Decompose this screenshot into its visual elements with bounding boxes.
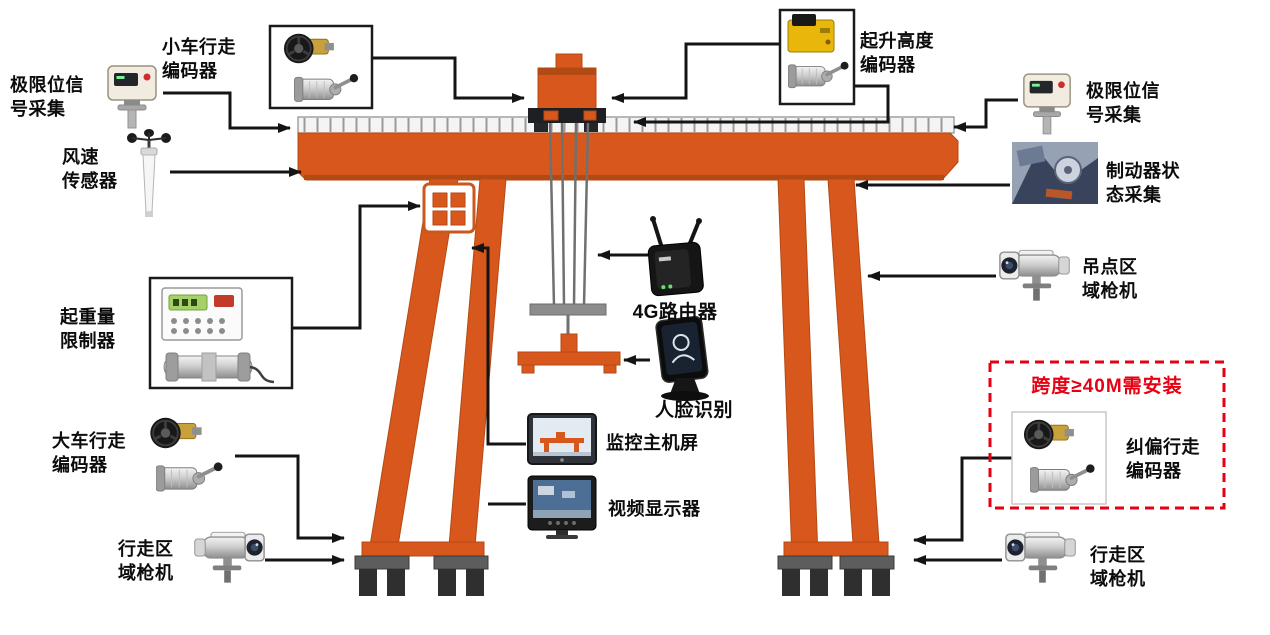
crane-left-leg — [361, 178, 507, 559]
brake-status-photo — [1012, 142, 1098, 204]
travel-camera-left-label: 行走区 域枪机 — [118, 539, 174, 583]
limit-switch-right-image — [1023, 73, 1071, 135]
span-note-label: 跨度≥40M需安装 — [1031, 376, 1183, 397]
crane-trolley — [528, 53, 606, 132]
crane-walkway-rail — [297, 116, 955, 134]
limit-switch-left-image — [107, 65, 157, 129]
connector-gantry-encoder — [235, 454, 345, 543]
crane-right-leg — [777, 178, 889, 559]
hoist-height-encoder-label: 起升高度 编码器 — [860, 31, 934, 75]
connector-trolley-encoder — [372, 56, 525, 103]
connector-limit-right — [953, 98, 1018, 132]
deviation-encoder-label: 纠偏行走 编码器 — [1126, 437, 1200, 481]
travel-camera-right-image — [1005, 531, 1076, 584]
load-limiter-label: 起重量 限制器 — [60, 307, 116, 351]
limit-signal-left-label: 极限位信 号采集 — [10, 75, 84, 119]
crane-cab-panel — [422, 182, 476, 234]
monitor-host-label: 监控主机屏 — [606, 433, 699, 453]
hoist-area-camera-label: 吊点区 域枪机 — [1082, 257, 1138, 301]
deviation-encoder-image — [1011, 411, 1107, 505]
monitor-host-image — [527, 413, 597, 465]
connector-load-limiter — [292, 201, 421, 330]
gantry-crane-illustration — [297, 53, 959, 596]
crane-hoist-and-hook — [517, 122, 621, 374]
crane-wheel-bogies — [354, 555, 895, 596]
wind-sensor-image — [127, 129, 171, 217]
video-display-label: 视频显示器 — [608, 499, 701, 519]
face-recognition-image — [655, 315, 709, 401]
span-requirement-box — [988, 360, 1226, 510]
hoist-area-camera-image — [999, 249, 1070, 302]
load-limiter-image — [148, 276, 294, 390]
crane-main-beam — [297, 132, 959, 181]
router-4g-label: 4G路由器 — [632, 302, 718, 323]
connector-hoist-encoder-a — [611, 42, 780, 103]
trolley-encoder-image — [268, 24, 374, 110]
trolley-encoder-label: 小车行走 编码器 — [162, 37, 236, 81]
brake-status-label: 制动器状 态采集 — [1106, 161, 1180, 205]
connector-monitor — [471, 243, 526, 446]
connector-lines — [163, 42, 1018, 565]
router-4g-image — [647, 216, 704, 297]
travel-camera-left-image — [194, 531, 265, 584]
wind-sensor-label: 风速 传感器 — [62, 147, 118, 191]
face-recognition-label: 人脸识别 — [654, 400, 733, 421]
gantry-encoder-label: 大车行走 编码器 — [52, 431, 126, 475]
connector-limit-left — [163, 91, 291, 133]
gantry-encoder-image — [148, 416, 224, 494]
travel-camera-right-label: 行走区 域枪机 — [1090, 545, 1146, 589]
limit-signal-right-label: 极限位信 号采集 — [1086, 81, 1160, 125]
hoist-height-encoder-image — [778, 8, 856, 106]
connector-hoist-encoder-b — [633, 84, 890, 127]
connector-deviation-encoder — [913, 456, 1012, 545]
video-display-image — [527, 475, 597, 539]
